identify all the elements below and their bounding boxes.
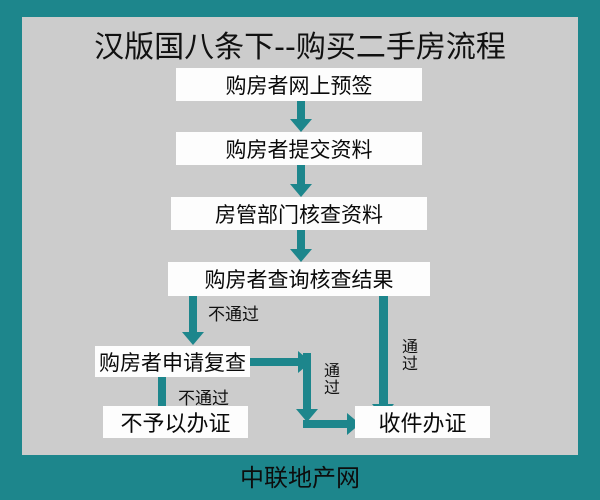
- node-label: 不予以办证: [120, 412, 231, 437]
- edge-label-n5-n6: 不通过: [178, 389, 229, 409]
- node-housing-authority-review: 房管部门核查资料: [171, 197, 427, 230]
- node-label: 收件办证: [378, 412, 467, 437]
- node-check-review-result: 购房者查询核查结果: [168, 262, 430, 296]
- node-deny-certificate: 不予以办证: [103, 406, 248, 438]
- node-label: 房管部门核查资料: [215, 202, 383, 227]
- edge-arrow-n3-n4: [290, 230, 312, 262]
- node-label: 购房者查询核查结果: [204, 268, 394, 292]
- edge-label-n4-n7: 通过: [399, 338, 418, 372]
- edge-arrow-n1-n2: [290, 101, 312, 132]
- edge-label-n5-n7: 通过: [321, 362, 340, 396]
- node-request-recheck: 购房者申请复查: [95, 346, 250, 377]
- edge-arrow-n4-n5: [182, 296, 204, 346]
- page-title: 汉版国八条下--购买二手房流程: [94, 30, 506, 65]
- edge-arrow-junction-down: [296, 353, 318, 423]
- edge-arrow-n4-n7: [371, 296, 395, 420]
- edge-label-n4-n5: 不通过: [208, 305, 259, 325]
- node-label: 购房者申请复查: [99, 350, 246, 375]
- node-accept-certificate: 收件办证: [355, 406, 490, 438]
- node-online-presign: 购房者网上预签: [176, 68, 422, 101]
- node-submit-documents: 购房者提交资料: [176, 132, 422, 165]
- edge-arrow-n2-n3: [290, 165, 312, 197]
- edge-arrow-junction-n7: [303, 413, 361, 435]
- site-watermark: 中联地产网: [240, 464, 360, 492]
- flowchart-canvas: 汉版国八条下--购买二手房流程 购房者网上预签 购房者提交资料 房管部门核查资料: [22, 17, 578, 455]
- node-label: 购房者提交资料: [225, 137, 373, 162]
- node-label: 购房者网上预签: [225, 73, 373, 98]
